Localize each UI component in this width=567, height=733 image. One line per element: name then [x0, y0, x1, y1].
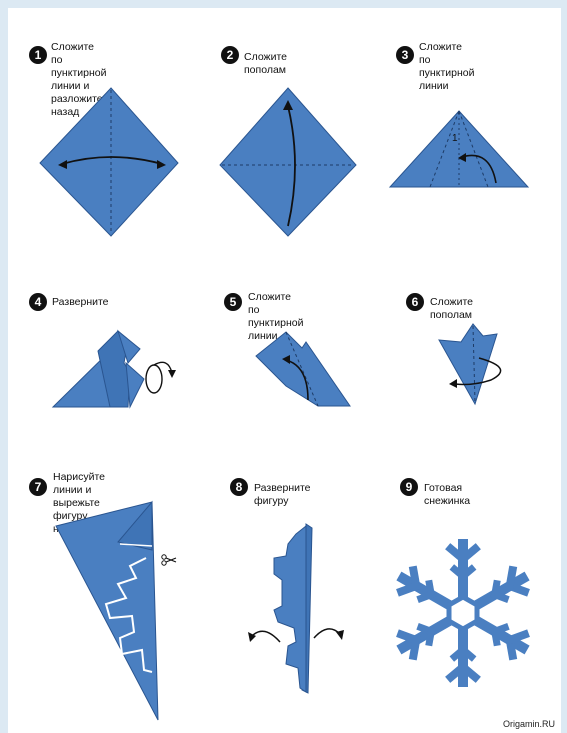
step-8-number: 8: [230, 478, 248, 496]
step-3-caption: Сложите по пунктирной линии: [419, 41, 474, 93]
step-4-diagram: [48, 323, 208, 418]
step-5-number: 5: [224, 293, 242, 311]
step-1-diagram: [36, 78, 186, 238]
step-8-diagram: [238, 518, 358, 703]
site-credit: Origamin.RU: [503, 719, 555, 729]
step-3-number: 3: [396, 46, 414, 64]
step-4-number: 4: [29, 293, 47, 311]
step-6-number: 6: [406, 293, 424, 311]
step-6-diagram: [433, 320, 543, 410]
step-2-caption: Сложите пополам: [244, 51, 287, 77]
step-3-diagram: 1: [386, 103, 536, 198]
step-6-caption: Сложите пополам: [430, 296, 473, 322]
step-9-number: 9: [400, 478, 418, 496]
step-1-number: 1: [29, 46, 47, 64]
scissors-icon: [162, 555, 176, 565]
step-9-caption: Готовая снежинка: [424, 482, 470, 508]
step-4-caption: Разверните: [52, 296, 109, 309]
step-5-diagram: [246, 326, 376, 421]
step-7-diagram: [48, 498, 188, 728]
step-2-diagram: [216, 80, 366, 240]
step-2-number: 2: [221, 46, 239, 64]
svg-text:1: 1: [452, 133, 458, 144]
instruction-sheet: 1 Сложите по пунктирной линии и разложит…: [8, 8, 561, 733]
step-8-caption: Разверните фигуру: [254, 482, 311, 508]
step-7-number: 7: [29, 478, 47, 496]
snowflake-icon: [383, 533, 543, 693]
